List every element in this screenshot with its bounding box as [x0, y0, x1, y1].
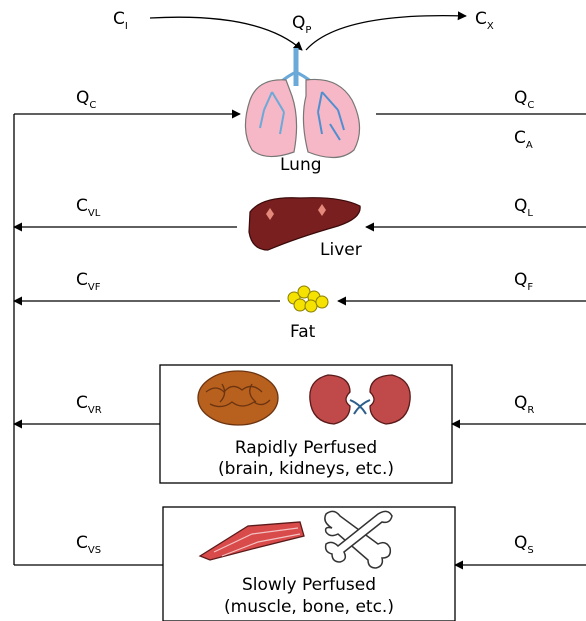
rapid-label-line2: (brain, kidneys, etc.) [218, 459, 394, 479]
brain-icon [198, 371, 278, 425]
inhalation-arrow [150, 17, 302, 50]
c-vf-label: CVF [76, 270, 101, 293]
c-a-label: CA [514, 128, 533, 151]
slow-label-line2: (muscle, bone, etc.) [224, 597, 394, 617]
q-l-label: QL [514, 196, 533, 219]
fat-icon [288, 286, 328, 312]
exhalation-arrow [306, 16, 466, 50]
c-x-label: CX [475, 9, 494, 32]
q-c-right-label: QC [514, 88, 534, 111]
q-s-label: QS [514, 533, 534, 556]
c-i-label: CI [113, 9, 128, 32]
c-vr-label: CVR [76, 393, 102, 416]
lung-label: Lung [280, 155, 322, 175]
fat-label: Fat [290, 322, 316, 342]
liver-label: Liver [320, 240, 362, 260]
c-vs-label: CVS [76, 533, 101, 556]
q-f-label: QF [514, 270, 533, 293]
rapid-label-line1: Rapidly Perfused [235, 438, 377, 458]
q-c-left-label: QC [76, 88, 96, 111]
q-p-label: QP [292, 13, 311, 36]
q-r-label: QR [514, 393, 534, 416]
lung-icon [245, 48, 359, 158]
c-vl-label: CVL [76, 196, 101, 219]
slow-label-line1: Slowly Perfused [242, 575, 376, 595]
